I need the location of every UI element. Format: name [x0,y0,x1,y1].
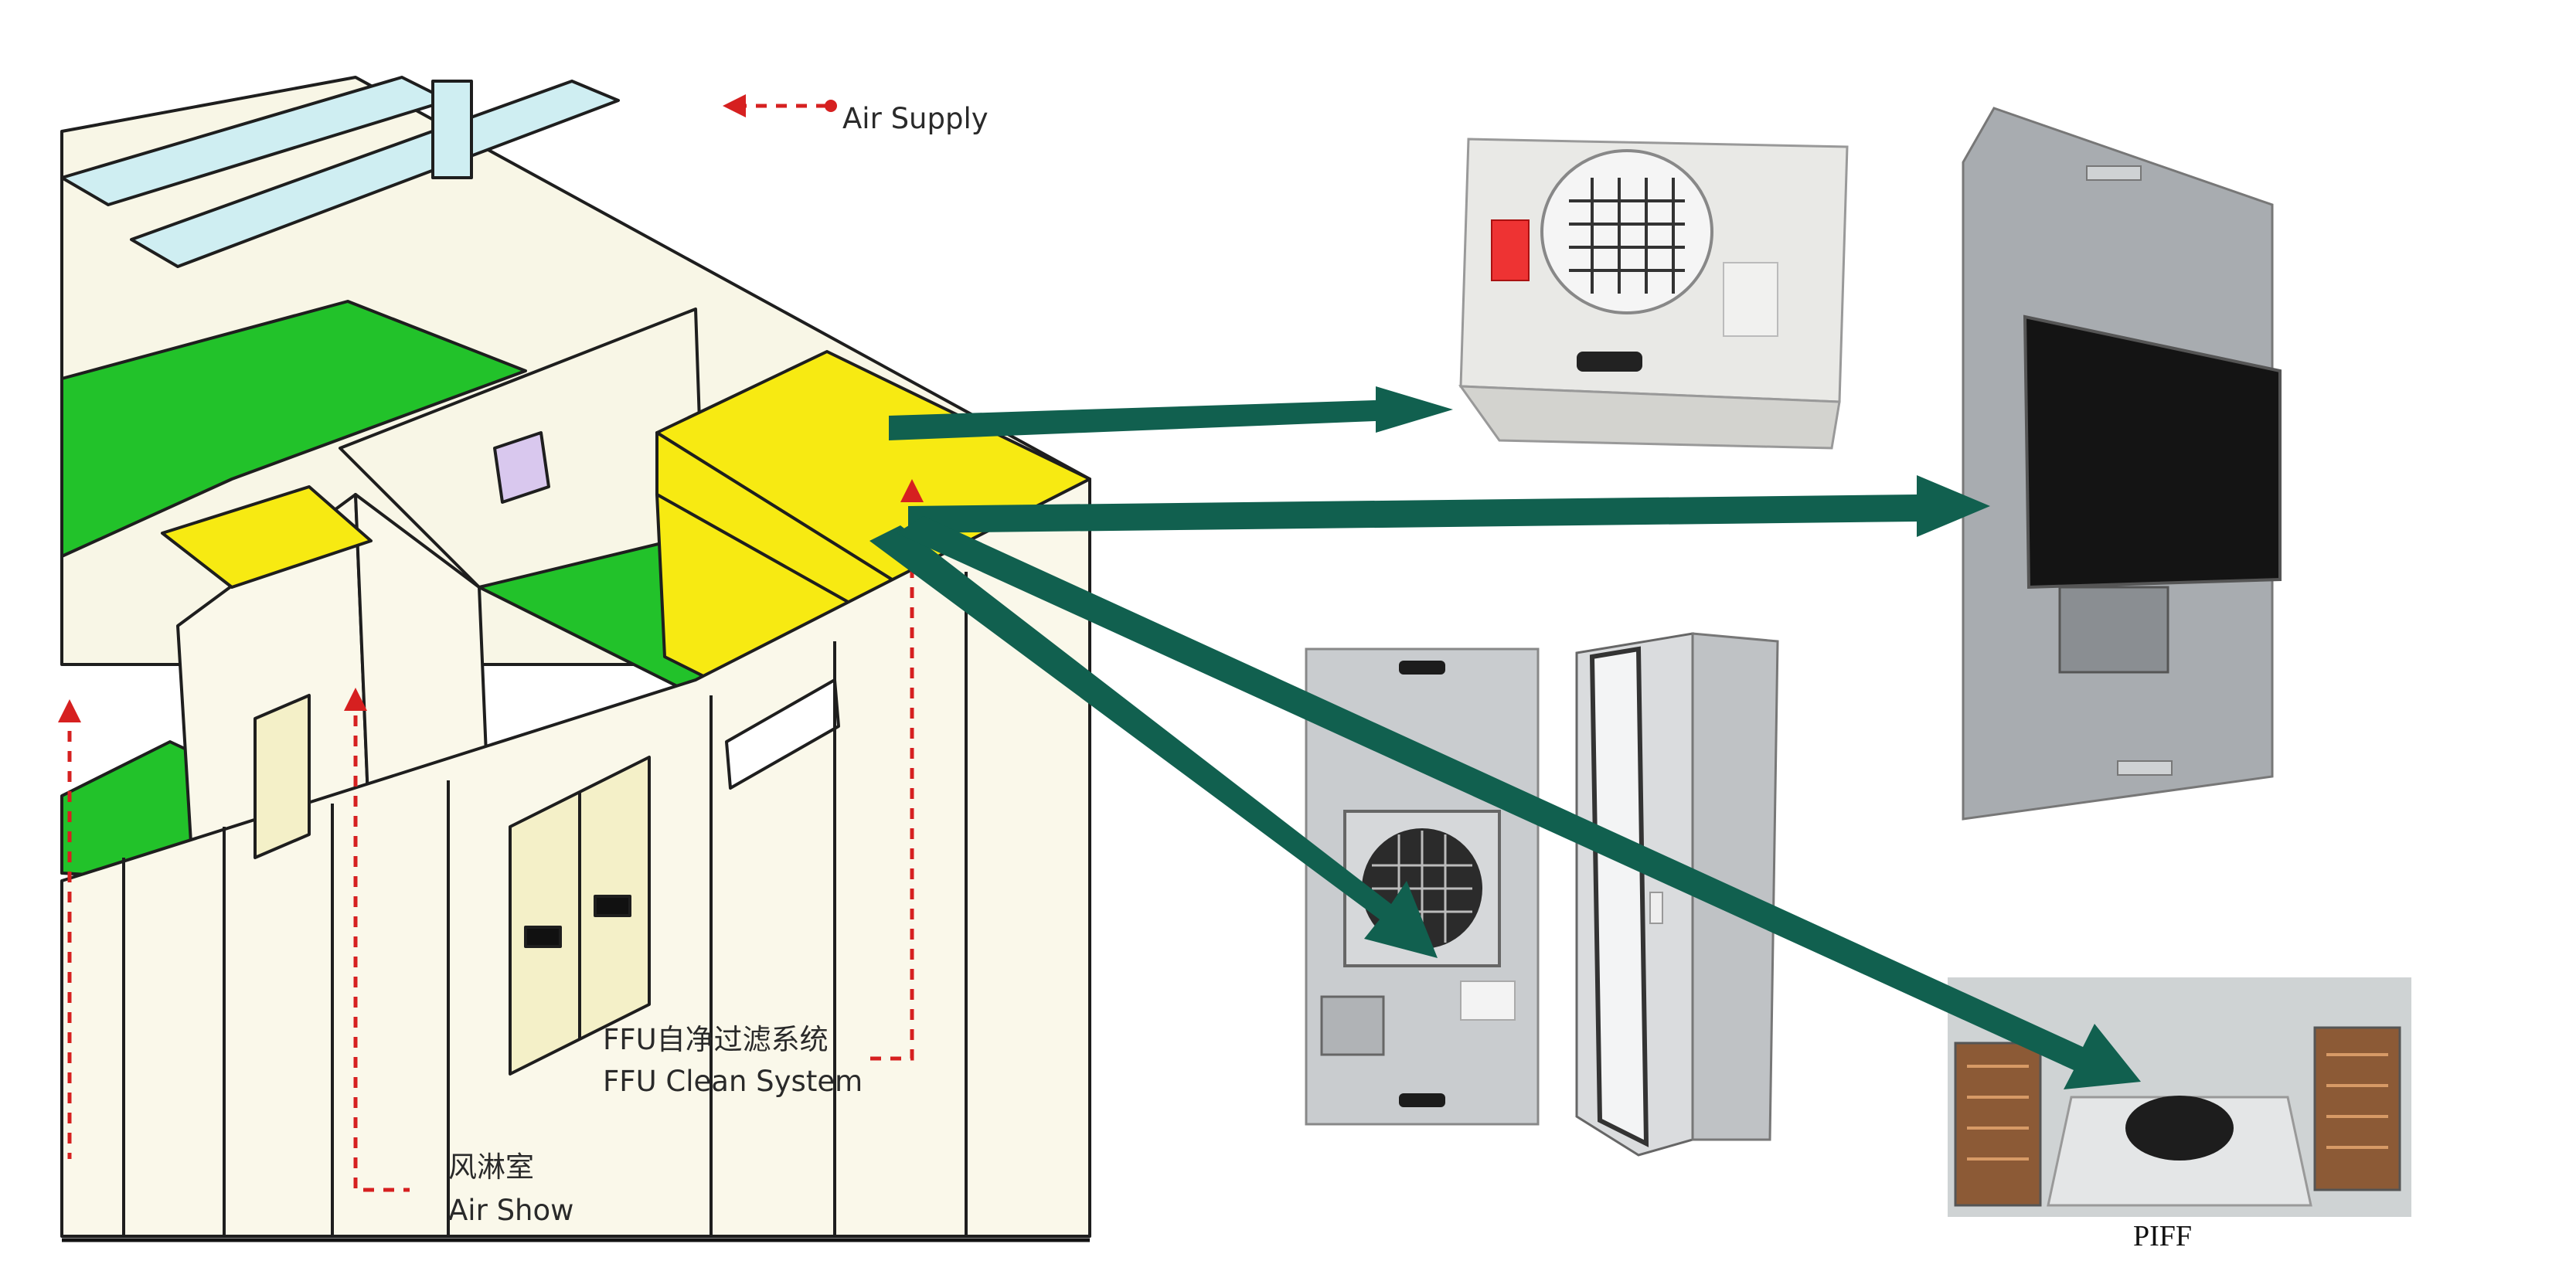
window [725,678,840,790]
air-duct [130,80,620,268]
hepa-filter-side-view [1575,632,1779,1157]
piff-coil-unit [1948,977,2411,1217]
piff-caption: PIFF [2133,1220,2193,1252]
pointer-arrow-to-piff [897,516,2141,1089]
red-arrowhead [900,479,924,502]
door-handle [524,926,562,948]
air-supply-label: Air Supply [842,102,989,135]
pointer-arrow-to-compact-ffu [889,386,1453,440]
ffu-system-label-cn: FFU自净过滤系统 [603,1023,829,1056]
red-dot [825,100,837,112]
pass-box [493,431,550,504]
door-handle [594,895,631,917]
red-arrowhead [344,688,367,711]
pointer-arrow-to-black-filter-ffu [908,475,1990,537]
door [254,694,311,859]
ffu-panel-black-filter-unit [1962,107,2282,821]
airflow-line [353,695,410,1192]
red-arrowhead [723,94,746,117]
air-duct-vertical [431,80,473,179]
pointer-arrow-to-fan-ffu [869,525,1438,958]
air-show-label-en: Air Show [448,1194,574,1227]
airflow-line [866,487,914,1061]
air-show-label-cn: 风淋室 [448,1150,534,1184]
equipment-zone [161,485,373,589]
ffu-system-label-en: FFU Clean System [603,1065,863,1098]
red-arrowhead [58,699,81,722]
cleanroom-floor [60,300,527,558]
ffu-compact-white-unit [1458,138,1849,450]
